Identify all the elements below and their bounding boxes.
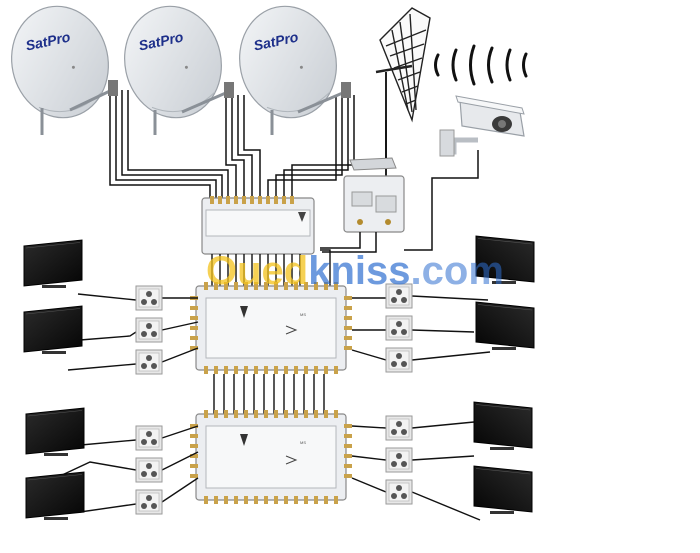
- svg-text:MS: MS: [300, 312, 306, 317]
- watermark: Ouedkniss.com: [206, 249, 504, 293]
- dish-cables: [109, 90, 355, 200]
- dish-arm-1: [40, 88, 113, 135]
- wall-outlet-left-6: [135, 489, 163, 515]
- svg-text:MS: MS: [300, 440, 306, 445]
- watermark-part-1: Oued: [206, 249, 308, 293]
- wall-outlet-left-4: [135, 425, 163, 451]
- terrestrial-antenna: [375, 7, 431, 200]
- lnb-1: [108, 80, 118, 96]
- satellite-dish-3: SatPro: [228, 0, 348, 128]
- signal-waves-icon: [434, 44, 528, 86]
- tv-icon: [25, 407, 85, 457]
- outlet-cables: [59, 293, 491, 521]
- camera-icon: [439, 95, 525, 157]
- lnb-2: [224, 82, 234, 98]
- cascade-cables: [213, 374, 325, 414]
- wall-outlet-right-3: [385, 347, 413, 373]
- satellite-dish-1: SatPro: [0, 0, 120, 128]
- lnb-3: [341, 82, 351, 98]
- tv-icon: [475, 301, 535, 351]
- tv-icon: [23, 305, 83, 355]
- dish-arm-3: [270, 90, 346, 135]
- amplifier-to-multiswitch-cables: [211, 249, 331, 286]
- satellite-dish-2: SatPro: [113, 0, 233, 128]
- wall-outlet-right-6: [385, 479, 413, 505]
- tv-icon: [473, 401, 533, 451]
- wall-outlet-right-2: [385, 315, 413, 341]
- watermark-part-3: .com: [411, 249, 504, 293]
- multiswitch-1: MS: [190, 282, 352, 374]
- tv-icon: [473, 465, 533, 515]
- wall-outlet-left-2: [135, 317, 163, 343]
- tv-icon: [23, 239, 83, 289]
- amplifier: [201, 196, 315, 255]
- wall-outlet-left-3: [135, 349, 163, 375]
- wall-outlet-right-5: [385, 447, 413, 473]
- wall-outlet-left-1: [135, 285, 163, 311]
- tv-icon: [25, 471, 85, 521]
- watermark-part-2: kniss: [308, 249, 410, 293]
- dish-arm-2: [153, 90, 229, 135]
- antenna-combiner: [343, 157, 405, 233]
- wall-outlet-right-4: [385, 415, 413, 441]
- combiner-cables: [320, 120, 479, 253]
- wall-outlet-left-5: [135, 457, 163, 483]
- multiswitch-2: MS: [190, 410, 352, 504]
